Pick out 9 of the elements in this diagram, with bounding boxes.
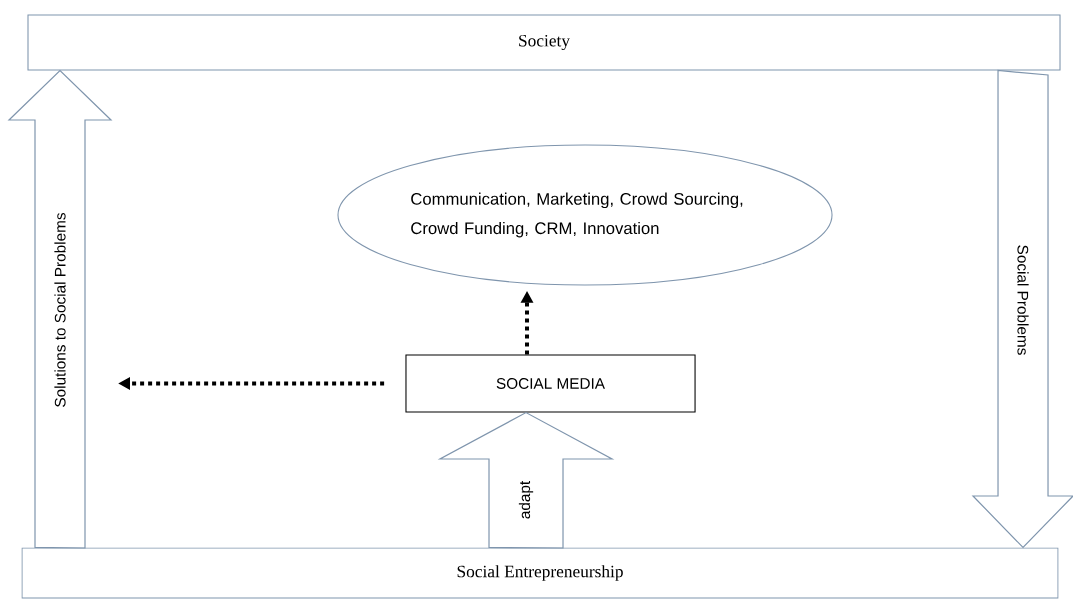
edge-label: Social Problems xyxy=(1016,243,1030,357)
edge-label: adapt xyxy=(517,479,535,521)
media-box: SOCIAL MEDIA xyxy=(405,354,696,413)
block-arrow xyxy=(437,411,615,549)
block-arrow xyxy=(971,69,1073,549)
society-box: Society xyxy=(27,14,1061,71)
entrepreneurship-box: Social Entrepreneurship xyxy=(21,547,1059,599)
block-arrow xyxy=(7,69,113,549)
edge-label: Solutions to Social Problems xyxy=(53,211,67,409)
